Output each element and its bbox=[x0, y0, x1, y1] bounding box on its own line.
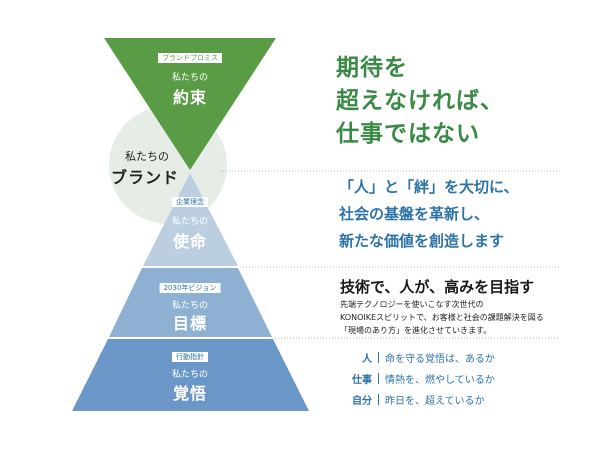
mission-title: 使命 bbox=[172, 232, 208, 251]
promise-triangle bbox=[104, 38, 276, 170]
mission-line: 「人」と「絆」を大切に、 bbox=[339, 178, 519, 196]
mission-statement: 「人」と「絆」を大切に、 社会の基盤を革新し、 新たな価値を創造します bbox=[339, 174, 519, 255]
conduct-layer bbox=[72, 339, 309, 411]
conduct-key: 人 bbox=[362, 354, 372, 365]
vision-sub: 私たちの bbox=[171, 301, 209, 311]
mission-line: 社会の基盤を革新し、 bbox=[339, 205, 490, 223]
promise-line: 仕事ではない bbox=[336, 121, 480, 147]
vision-description: 先端テクノロジーを使いこなす次世代の KONOIKEスピリットで、お客様と社会の… bbox=[340, 298, 544, 337]
conduct-value: 昨日を、超えているか bbox=[385, 396, 485, 407]
promise-line: 期待を bbox=[336, 55, 408, 81]
vision-headline: 技術で、人が、高みを目指す bbox=[340, 278, 535, 296]
promise-title: 約束 bbox=[172, 88, 208, 107]
promise-tag: ブランドプロミス bbox=[158, 53, 222, 63]
conduct-item: 人 命を守る覚悟は、あるか bbox=[342, 350, 495, 365]
mission-sub: 私たちの bbox=[171, 217, 209, 227]
vision-body-line: 「現場のあり方」を進化させていきます。 bbox=[340, 326, 492, 335]
conduct-key: 自分 bbox=[352, 396, 372, 407]
vision-title: 目標 bbox=[172, 314, 208, 333]
conduct-divider bbox=[378, 352, 379, 363]
conduct-sub: 私たちの bbox=[171, 370, 209, 380]
conduct-value: 命を守る覚悟は、あるか bbox=[385, 354, 495, 365]
brand-label-small: 私たちの bbox=[125, 150, 169, 163]
mission-line: 新たな価値を創造します bbox=[339, 232, 505, 250]
promise-statement: 期待を 超えなければ、 仕事ではない bbox=[336, 52, 504, 151]
conduct-title: 覚悟 bbox=[172, 384, 208, 403]
mission-tag: 企業理念 bbox=[172, 197, 208, 207]
conduct-divider bbox=[378, 394, 379, 405]
vision-body-line: 先端テクノロジーを使いこなす次世代の bbox=[340, 300, 484, 309]
conduct-tag: 行動指針 bbox=[172, 352, 208, 362]
promise-line: 超えなければ、 bbox=[336, 88, 504, 114]
conduct-divider bbox=[378, 373, 379, 384]
conduct-item: 自分 昨日を、超えているか bbox=[342, 392, 485, 407]
vision-body-line: KONOIKEスピリットで、お客様と社会の課題解決を図る bbox=[340, 313, 544, 322]
conduct-key: 仕事 bbox=[352, 375, 372, 386]
promise-sub: 私たちの bbox=[171, 73, 209, 83]
brand-label-large: ブランド bbox=[110, 168, 179, 187]
mission-layer bbox=[143, 173, 238, 266]
conduct-item: 仕事 情熱を、燃やしているか bbox=[342, 371, 495, 386]
vision-tag: 2030年ビジョン bbox=[159, 283, 221, 293]
vision-layer bbox=[109, 268, 272, 337]
conduct-value: 情熱を、燃やしているか bbox=[385, 375, 495, 386]
